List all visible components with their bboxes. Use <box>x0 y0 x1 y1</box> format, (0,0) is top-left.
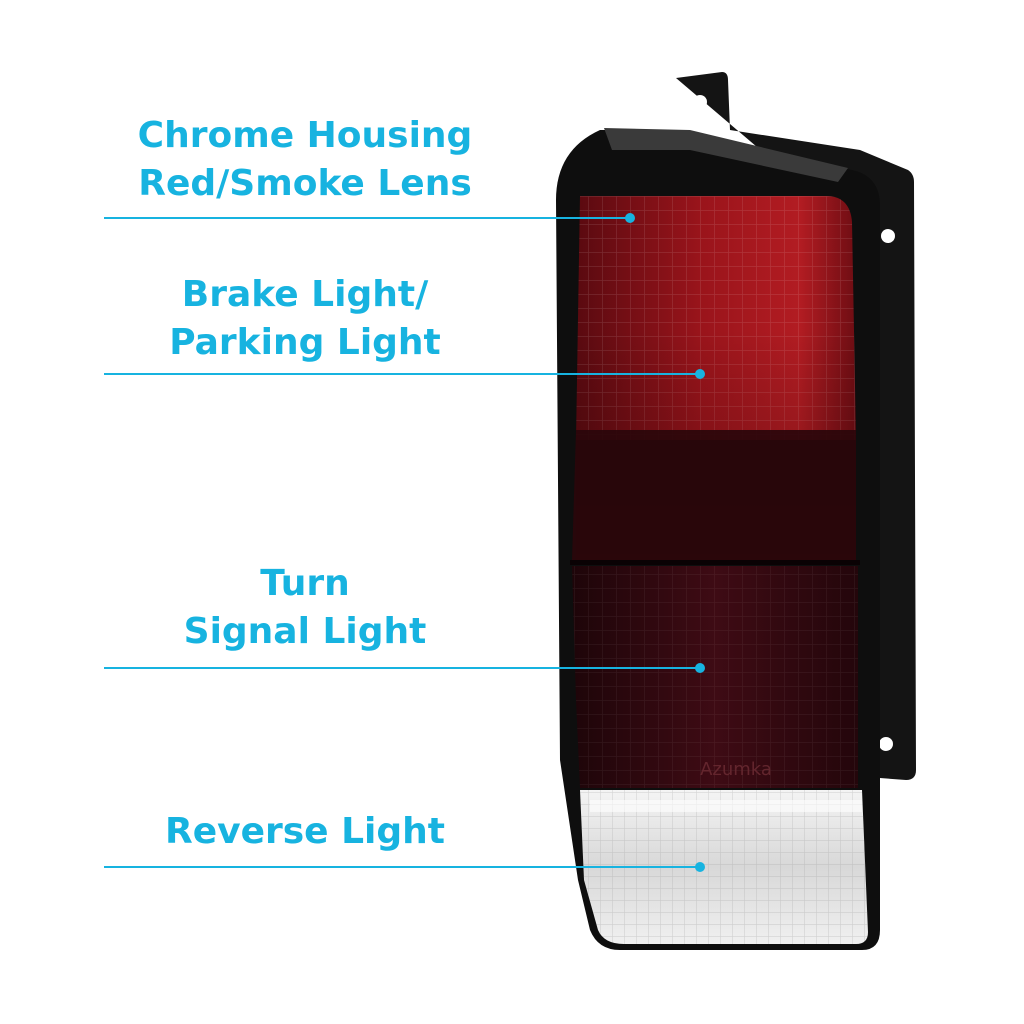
callout-chrome-line2: Red/Smoke Lens <box>138 163 472 204</box>
callout-turn-line1: Turn <box>260 563 350 604</box>
callout-chrome-line1: Chrome Housing <box>137 115 473 156</box>
callout-chrome-housing: Chrome Housing Red/Smoke Lens <box>130 112 480 208</box>
bracket-hole-bottom <box>879 737 893 751</box>
callout-turn-signal: Turn Signal Light <box>130 560 480 656</box>
housing-top-highlight <box>604 128 848 182</box>
smoke-upper <box>572 430 856 560</box>
callout-brake-line1: Brake Light/ <box>181 274 429 315</box>
callout-turn-line2: Signal Light <box>183 611 427 652</box>
lens-seam <box>570 560 860 565</box>
mounting-bracket <box>676 72 916 780</box>
callout-dot-reverse <box>695 862 705 872</box>
callout-brake-light: Brake Light/ Parking Light <box>130 271 480 367</box>
brand-mark: Azumka <box>700 759 772 780</box>
callout-dot-brake <box>695 369 705 379</box>
bracket-hole-mid <box>881 229 895 243</box>
bracket-hole-top <box>693 95 707 109</box>
callout-brake-line2: Parking Light <box>169 322 441 363</box>
callout-reverse-light: Reverse Light <box>130 808 480 856</box>
callout-dot-turn <box>695 663 705 673</box>
callout-dot-chrome <box>625 213 635 223</box>
callout-reverse-line1: Reverse Light <box>164 811 446 852</box>
